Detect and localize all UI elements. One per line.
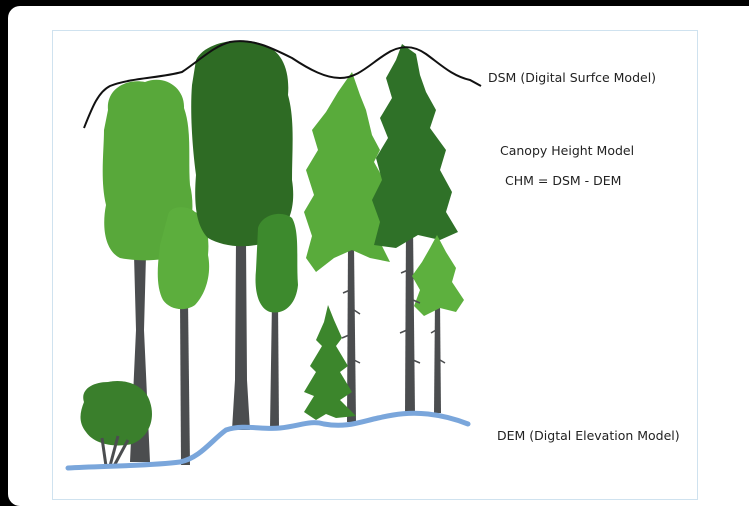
dem-line — [65, 410, 471, 471]
trunk-light-mid — [180, 300, 190, 465]
trunk-dark-big — [232, 240, 250, 430]
dem-label: DEM (Digtal Elevation Model) — [497, 428, 680, 443]
canopy-small-pine — [304, 305, 356, 420]
canopy-dark-big — [191, 40, 294, 247]
canopy-small-right — [255, 213, 298, 313]
trunk-pine-2 — [405, 225, 415, 415]
trunk-pine-1 — [347, 245, 356, 422]
forest-diagram — [65, 40, 482, 471]
canopy-pine-2 — [372, 44, 458, 248]
canopy-pine-3 — [412, 235, 464, 316]
branch-stubs — [341, 269, 446, 364]
bush-stems — [100, 435, 130, 467]
chm-title-label: Canopy Height Model — [500, 143, 635, 158]
dsm-label: DSM (Digital Surfce Model) — [488, 70, 657, 85]
canopy-light-mid — [157, 207, 210, 310]
chm-formula-label: CHM = DSM - DEM — [505, 173, 622, 188]
canopy-bush — [80, 380, 152, 446]
trunk-small-right — [270, 300, 279, 428]
dsm-line — [83, 40, 482, 129]
canopy-pine-1 — [304, 72, 390, 272]
trunk-pine-3 — [434, 300, 441, 413]
